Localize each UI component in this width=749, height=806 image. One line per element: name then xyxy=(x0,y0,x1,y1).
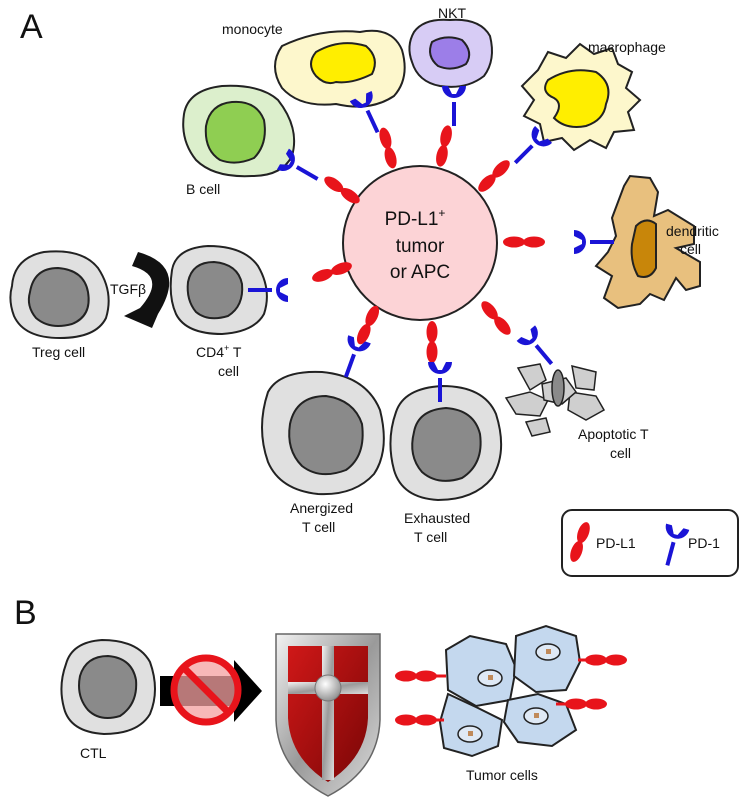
panel-b-label: B xyxy=(14,594,37,632)
cd4-label-2: cell xyxy=(218,363,239,379)
svg-text:PD-L1+: PD-L1+ xyxy=(385,206,446,230)
prohibition-icon xyxy=(170,654,242,726)
nkt-label: NKT xyxy=(438,5,466,21)
center-line3: or APC xyxy=(390,262,450,283)
macrophage-cell xyxy=(507,42,642,171)
dendritic-cell xyxy=(572,174,701,310)
nkt-cell xyxy=(408,18,493,128)
cd4-t-cell xyxy=(169,244,290,336)
dendritic-label-2: cell xyxy=(680,241,701,257)
treg-cell xyxy=(9,250,110,340)
b-cell-label: B cell xyxy=(186,181,220,197)
monocyte-cell xyxy=(274,29,406,140)
ctl-label: CTL xyxy=(80,745,107,761)
tumor-cells xyxy=(395,624,627,758)
monocyte-label: monocyte xyxy=(222,21,283,37)
center-line1: PD-L1 xyxy=(385,209,439,230)
macrophage-label: macrophage xyxy=(588,39,666,55)
exhausted-label-1: Exhausted xyxy=(404,510,470,526)
tgf-beta-label: TGFβ xyxy=(110,281,146,297)
cd4-label-1: CD4+ T xyxy=(196,343,242,360)
center-line2: tumor xyxy=(396,236,445,257)
anergized-label-2: T cell xyxy=(302,519,335,535)
center-sup: + xyxy=(438,206,445,220)
treg-label: Treg cell xyxy=(32,344,85,360)
legend: PD-L1 PD-1 xyxy=(561,509,739,577)
dendritic-label-1: dendritic xyxy=(666,223,719,239)
anergized-t-cell xyxy=(261,333,385,496)
exhausted-label-2: T cell xyxy=(414,529,447,545)
exhausted-t-cell xyxy=(389,360,503,502)
ctl-cell xyxy=(60,638,156,736)
legend-pd1-label: PD-1 xyxy=(688,535,720,551)
panel-a-label: A xyxy=(20,8,43,46)
apoptotic-label-1: Apoptotic T xyxy=(578,426,649,442)
apoptotic-t-cell xyxy=(504,323,606,437)
apoptotic-label-2: cell xyxy=(610,445,631,461)
legend-pdl1-label: PD-L1 xyxy=(596,535,636,551)
tumor-cells-label: Tumor cells xyxy=(466,767,538,783)
b-cell xyxy=(182,84,326,192)
shield-icon xyxy=(275,633,381,797)
anergized-label-1: Anergized xyxy=(290,500,353,516)
tumor-apc-cell: PD-L1+ tumor or APC xyxy=(342,165,498,321)
tgf-beta-arrow xyxy=(124,252,170,328)
